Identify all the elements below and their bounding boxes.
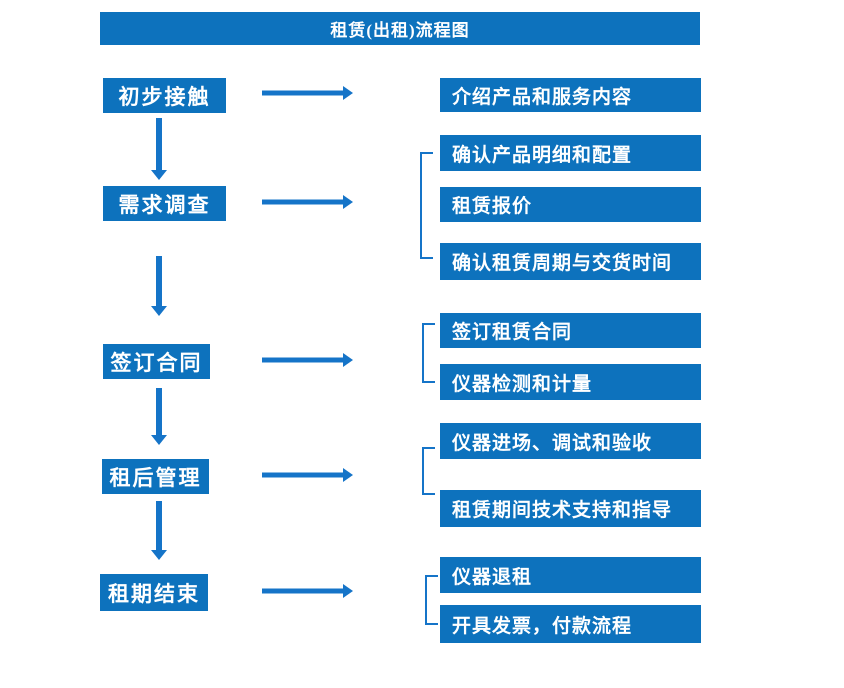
stage-box-initial-contact: 初步接触: [103, 78, 226, 113]
bracket-connector: [420, 152, 433, 259]
arrow-head: [151, 550, 167, 560]
page-title: 租赁(出租)流程图: [330, 21, 470, 40]
output-box-confirm-period: 确认租赁周期与交货时间: [440, 243, 701, 280]
arrow-right-icon: [262, 468, 353, 482]
arrow-head: [151, 170, 167, 180]
arrow-shaft: [262, 90, 343, 96]
output-box-introduce-products: 介绍产品和服务内容: [440, 78, 701, 112]
arrow-head: [151, 435, 167, 445]
arrow-head: [343, 584, 353, 598]
arrow-right-icon: [262, 86, 353, 100]
arrow-right-icon: [262, 584, 353, 598]
stage-box-demand-survey: 需求调查: [103, 186, 226, 221]
arrow-shaft: [262, 199, 343, 205]
arrow-down-icon: [151, 256, 167, 316]
arrow-head: [343, 195, 353, 209]
bracket-connector: [425, 575, 438, 625]
output-box-rental-quote: 租赁报价: [440, 187, 701, 222]
arrow-down-icon: [151, 501, 167, 560]
arrow-head: [343, 353, 353, 367]
bracket-connector: [422, 447, 435, 495]
arrow-down-icon: [151, 118, 167, 180]
bracket-connector: [422, 323, 435, 383]
output-box-sign-rental-contract: 签订租赁合同: [440, 313, 701, 348]
arrow-head: [343, 468, 353, 482]
arrow-right-icon: [262, 195, 353, 209]
stage-box-lease-end: 租期结束: [100, 574, 208, 611]
arrow-shaft: [156, 118, 162, 170]
arrow-shaft: [156, 501, 162, 550]
output-box-instrument-return: 仪器退租: [440, 557, 701, 593]
arrow-head: [151, 306, 167, 316]
title-bar: 租赁(出租)流程图: [100, 12, 700, 45]
arrow-down-icon: [151, 388, 167, 445]
arrow-shaft: [262, 357, 343, 363]
arrow-shaft: [262, 588, 343, 594]
output-box-instrument-inspection: 仪器检测和计量: [440, 364, 701, 400]
arrow-shaft: [156, 388, 162, 435]
arrow-head: [343, 86, 353, 100]
arrow-shaft: [262, 472, 343, 478]
stage-box-sign-contract: 签订合同: [103, 344, 210, 379]
output-box-instrument-entry: 仪器进场、调试和验收: [440, 423, 701, 459]
output-box-invoice-payment: 开具发票，付款流程: [440, 605, 701, 643]
arrow-shaft: [156, 256, 162, 306]
output-box-technical-support: 租赁期间技术支持和指导: [440, 490, 701, 527]
stage-box-post-rental-management: 租后管理: [102, 459, 209, 494]
output-box-confirm-details: 确认产品明细和配置: [440, 135, 701, 171]
arrow-right-icon: [262, 353, 353, 367]
